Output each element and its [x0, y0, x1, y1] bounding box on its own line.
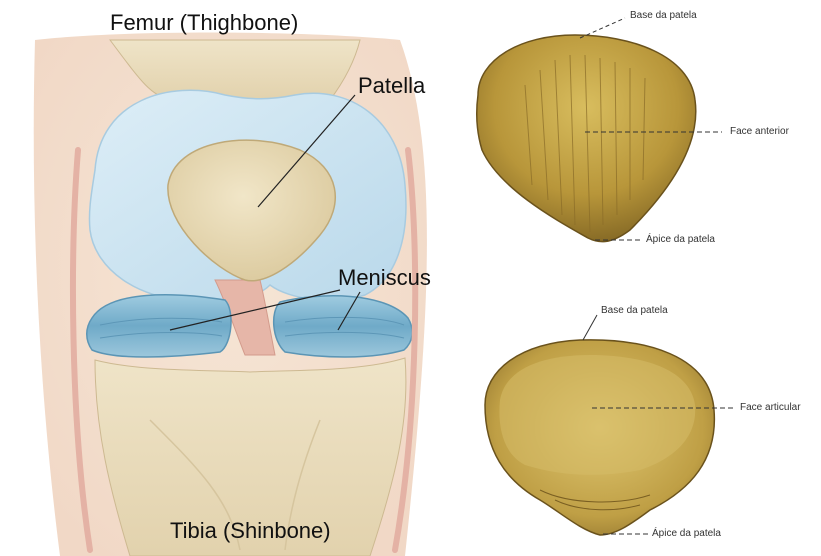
- posterior-face-label: Face articular: [740, 402, 801, 413]
- meniscus-label: Meniscus: [338, 265, 431, 291]
- posterior-apex-label: Ápice da patela: [652, 528, 721, 539]
- patella-label: Patella: [358, 73, 425, 99]
- patella-posterior-specimen: [485, 315, 735, 535]
- patella-anterior-specimen: [477, 18, 722, 242]
- knee-illustration: [34, 33, 427, 556]
- anterior-base-label: Base da patela: [630, 10, 697, 21]
- meniscus-medial: [87, 295, 231, 357]
- base-leader-line: [580, 18, 625, 38]
- anterior-apex-label: Ápice da patela: [646, 234, 715, 245]
- femur-label: Femur (Thighbone): [110, 10, 298, 36]
- posterior-base-label: Base da patela: [601, 305, 668, 316]
- anterior-face-label: Face anterior: [730, 126, 789, 137]
- tibia-label: Tibia (Shinbone): [170, 518, 331, 544]
- base-leader-line-2: [583, 315, 597, 340]
